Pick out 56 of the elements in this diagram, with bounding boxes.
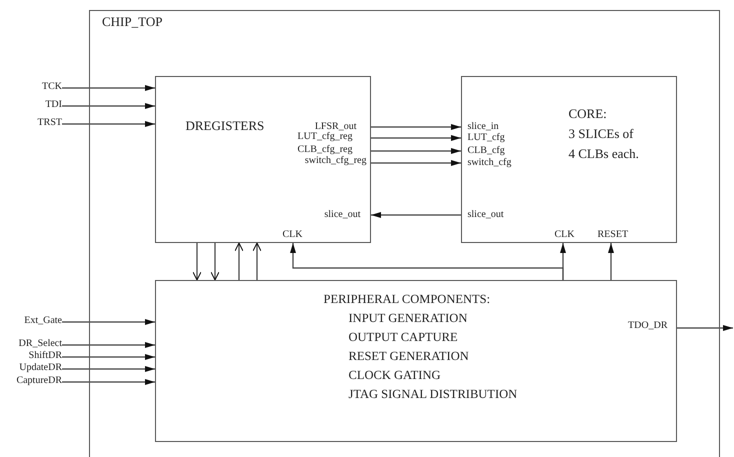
arrow — [371, 148, 461, 154]
list-item: RESET GENERATION — [348, 350, 469, 363]
signal-label: Ext_Gate — [24, 316, 62, 326]
signal-label: TRST — [38, 118, 62, 128]
port-label: slice_in — [468, 122, 499, 132]
arrow — [677, 325, 733, 331]
arrow — [371, 124, 461, 130]
block-title: PERIPHERAL COMPONENTS: — [324, 292, 490, 306]
signal-label: TCK — [42, 82, 62, 92]
port-label: slice_out — [468, 210, 504, 220]
block-title: CHIP_TOP — [102, 15, 162, 29]
signal-label: TDI — [45, 100, 62, 110]
arrow — [234, 242, 244, 280]
arrow — [210, 243, 220, 280]
module-box — [154, 76, 370, 242]
module-box — [460, 76, 676, 242]
block-title: CORE: — [568, 106, 607, 120]
arrow — [62, 121, 155, 127]
block-text: 3 SLICEs of 4 CLBs each. — [568, 124, 640, 162]
module-box — [154, 280, 676, 442]
arrow — [192, 243, 202, 280]
chip-boundary — [89, 10, 720, 457]
port-label: CLB_cfg_reg — [298, 144, 352, 154]
port-label: CLK — [554, 230, 574, 240]
arrow — [62, 354, 155, 360]
list-item: OUTPUT CAPTURE — [348, 330, 458, 344]
arrow — [560, 243, 566, 280]
arrow — [62, 103, 155, 109]
block-title: DREGISTERS — [186, 118, 264, 132]
list-item: JTAG SIGNAL DISTRIBUTION — [348, 388, 518, 401]
port-label: LFSR_out — [314, 122, 356, 132]
port-label: CLK — [282, 230, 302, 240]
list-item: CLOCK GATING — [348, 368, 441, 382]
signal-label: CaptureDR — [16, 376, 62, 386]
arrow — [608, 243, 614, 280]
arrow — [371, 160, 461, 166]
arrow — [62, 342, 155, 348]
port-label: CLB_cfg — [468, 146, 505, 156]
signal-label: UpdateDR — [19, 363, 62, 374]
port-label: switch_cfg — [468, 158, 512, 168]
port-label: switch_cfg_reg — [304, 156, 366, 166]
port-label: TDO_DR — [628, 320, 668, 331]
list-item: INPUT GENERATION — [348, 312, 468, 325]
port-label: LUT_cfg_reg — [298, 132, 352, 142]
arrow — [371, 212, 461, 218]
signal-label: DR_Select — [18, 339, 62, 350]
port-label: RESET — [598, 230, 628, 240]
signal-label: ShiftDR — [28, 351, 62, 362]
arrow — [371, 135, 461, 141]
port-label: LUT_cfg — [468, 132, 505, 143]
arrow — [252, 242, 262, 280]
arrow — [62, 85, 155, 91]
arrow — [62, 379, 155, 385]
arrow — [62, 319, 155, 325]
arrow — [62, 366, 155, 372]
port-label: slice_out — [324, 210, 360, 220]
